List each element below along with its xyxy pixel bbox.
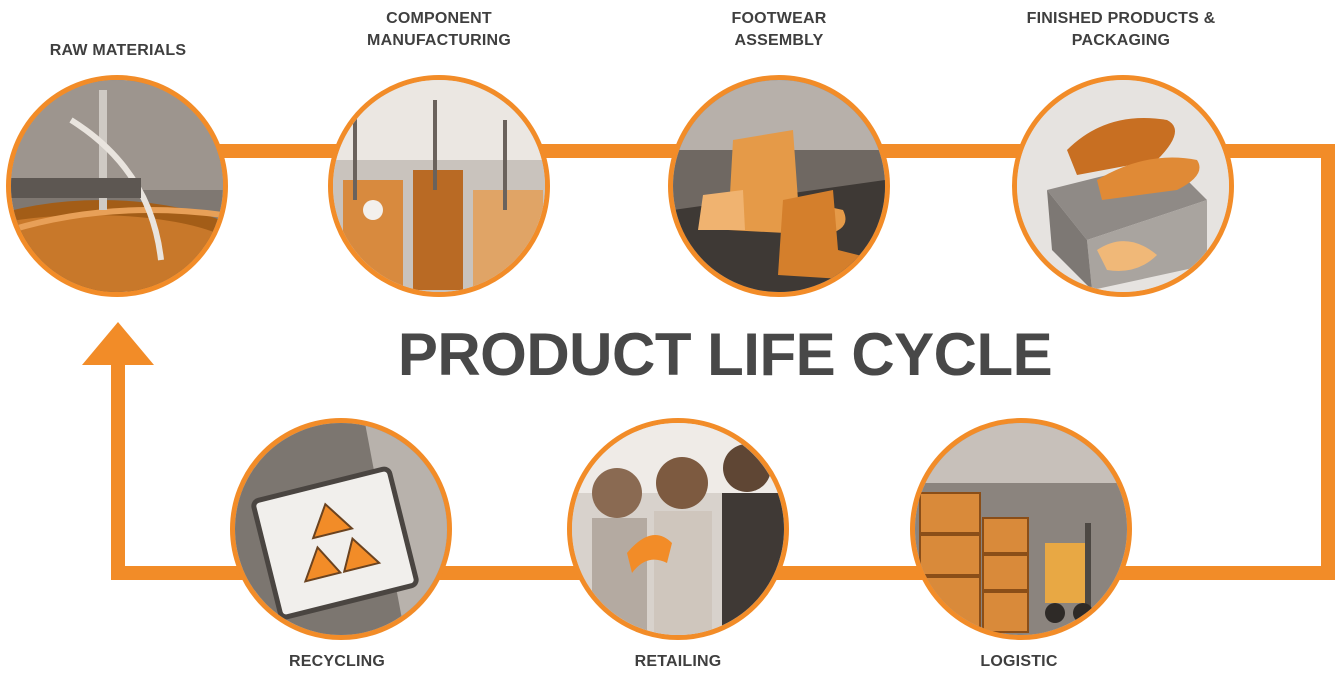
label-finished-products: FINISHED PRODUCTS & PACKAGING [1026, 10, 1216, 49]
label-retailing: RETAILING [634, 653, 722, 670]
node-finished-products [1012, 75, 1234, 297]
cycle-arrowhead [82, 322, 154, 365]
warehouse-forklift-image [915, 423, 1127, 635]
diagram-title: PRODUCT LIFE CYCLE [397, 321, 1053, 388]
node-raw-materials [6, 75, 228, 297]
boots-image [673, 80, 885, 292]
shopping-women-image [572, 423, 784, 635]
factory-floor-image [333, 80, 545, 292]
label-raw-materials: RAW MATERIALS [49, 42, 187, 59]
shoes-in-box-image [1017, 80, 1229, 292]
node-footwear-assembly [668, 75, 890, 297]
node-recycling [230, 418, 452, 640]
label-recycling: RECYCLING [288, 653, 386, 670]
node-logistic [910, 418, 1132, 640]
connector-top [111, 144, 1335, 580]
label-footwear-assembly: FOOTWEAR ASSEMBLY [731, 10, 827, 49]
node-retailing [567, 418, 789, 640]
recycling-sign-image [235, 423, 447, 635]
label-logistic: LOGISTIC [980, 653, 1058, 670]
sewing-needle-image [11, 80, 223, 292]
node-component-manufacturing [328, 75, 550, 297]
label-component-manufacturing: COMPONENT MANUFACTURING [367, 10, 511, 49]
